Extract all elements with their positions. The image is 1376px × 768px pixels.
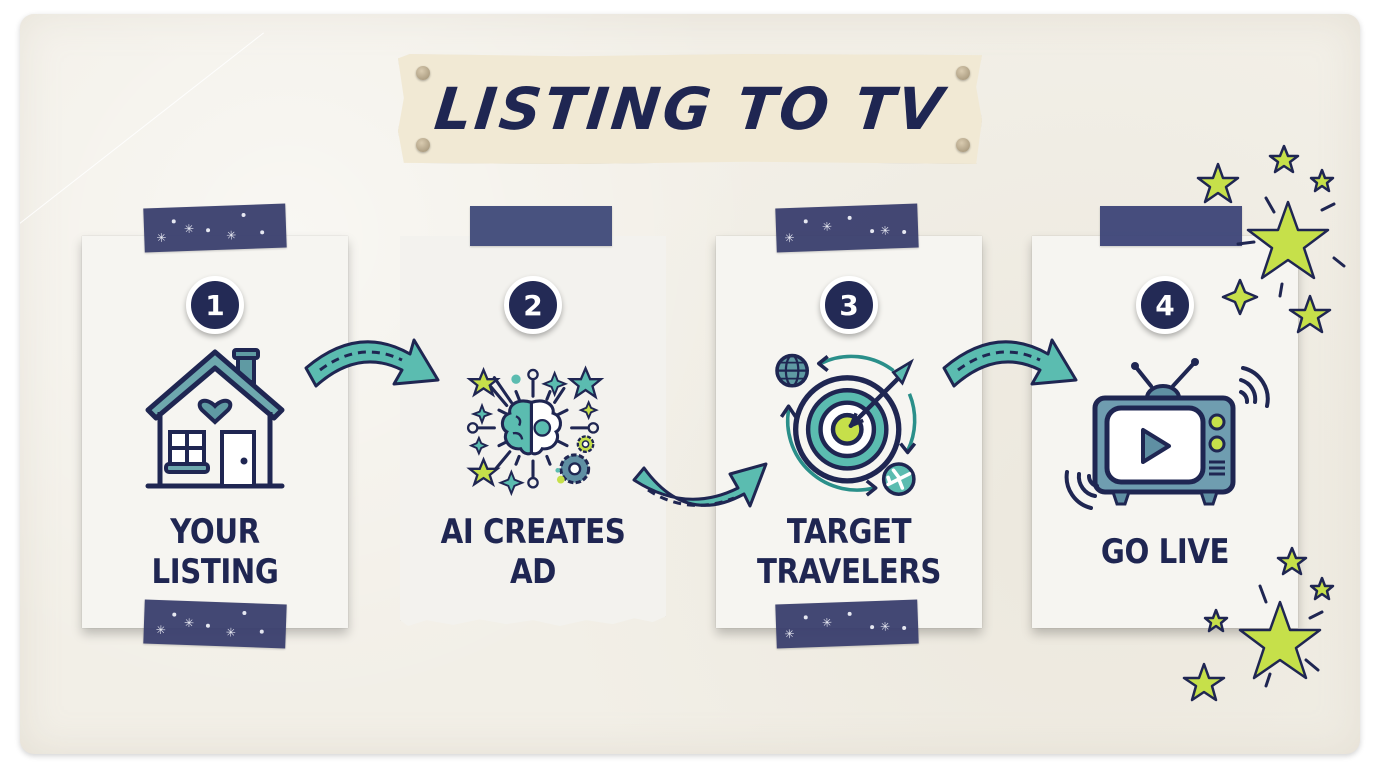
washi-tape-top-4 xyxy=(1100,206,1242,246)
curved-arrow-icon xyxy=(632,462,768,508)
pin-icon xyxy=(416,138,430,152)
step-label: GO LIVE xyxy=(1051,532,1280,572)
washi-tape-top-2 xyxy=(470,206,612,246)
step-card-2: 2 xyxy=(400,236,666,627)
brain-gears-icon xyxy=(448,344,618,508)
svg-text:✳: ✳ xyxy=(880,619,891,633)
svg-text:✳: ✳ xyxy=(822,616,833,630)
pin-icon xyxy=(956,66,970,80)
step-label-line2: TRAVELERS xyxy=(756,552,942,592)
step-label-line1: YOUR xyxy=(170,512,260,552)
step-card-4: 4 xyxy=(1032,236,1298,628)
svg-text:✳: ✳ xyxy=(225,625,236,639)
pin-icon xyxy=(416,66,430,80)
target-globe-plane-icon xyxy=(764,344,934,508)
washi-tape-bottom-1: ✳ ✳ ✳ xyxy=(143,599,287,649)
svg-text:✳: ✳ xyxy=(184,222,195,236)
svg-text:✳: ✳ xyxy=(184,616,195,630)
washi-tape-bottom-3: ✳ ✳ ✳ xyxy=(775,599,919,649)
title-banner: LISTING TO TV xyxy=(398,54,982,164)
step-label-line2: LISTING xyxy=(151,552,279,592)
svg-text:✳: ✳ xyxy=(822,220,833,234)
step-label-line1: TARGET xyxy=(786,512,912,552)
step-number-badge: 1 xyxy=(186,276,244,334)
tv-play-icon xyxy=(1055,346,1275,520)
sparkle-stars-icon xyxy=(1196,144,1346,334)
house-icon xyxy=(140,346,290,500)
svg-text:✳: ✳ xyxy=(784,627,795,641)
step-label: YOUR LISTING xyxy=(101,512,330,592)
step-label: AI CREATES AD xyxy=(419,512,648,592)
sparkle-stars-icon xyxy=(1182,546,1335,702)
svg-text:✳: ✳ xyxy=(156,623,167,637)
step-card-3: 3 xyxy=(716,236,982,628)
svg-text:✳: ✳ xyxy=(226,228,237,242)
washi-tape-top-1: ✳ ✳ ✳ xyxy=(143,203,287,253)
washi-tape-top-3: ✳ ✳ ✳ xyxy=(775,203,919,253)
svg-text:✳: ✳ xyxy=(880,223,891,237)
svg-text:✳: ✳ xyxy=(784,231,795,245)
step-card-1: 1 YOUR LISTING xyxy=(82,236,348,628)
curved-arrow-icon xyxy=(942,338,1078,388)
step-label-line1: GO LIVE xyxy=(1100,532,1230,572)
step-label-line1: AI CREATES xyxy=(440,512,626,552)
svg-text:✳: ✳ xyxy=(156,231,167,245)
curved-arrow-icon xyxy=(304,338,440,388)
step-number-badge: 2 xyxy=(504,276,562,334)
step-label-line2: AD xyxy=(509,552,557,592)
pin-icon xyxy=(956,138,970,152)
step-number-badge: 4 xyxy=(1136,276,1194,334)
step-label: TARGET TRAVELERS xyxy=(735,512,964,592)
corkboard-background: LISTING TO TV 1 YOUR LISTING xyxy=(20,14,1360,754)
step-number-badge: 3 xyxy=(820,276,878,334)
page-title: LISTING TO TV xyxy=(431,75,949,143)
